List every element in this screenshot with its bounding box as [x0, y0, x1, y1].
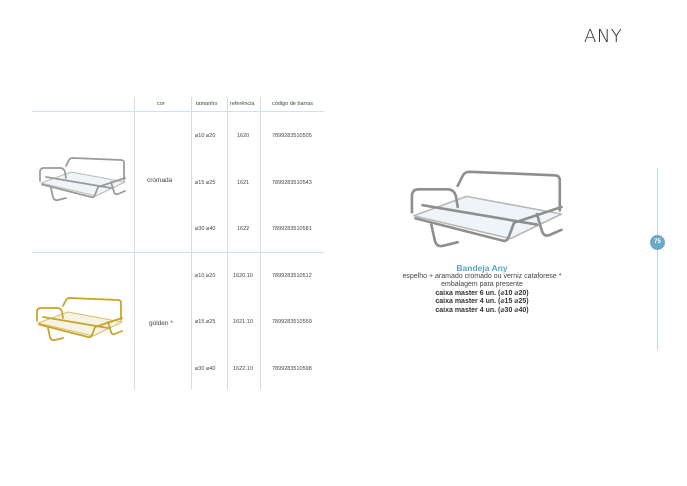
ref-cell: 1622.10: [233, 366, 253, 372]
size-cell: ⌀30 ⌀40: [195, 366, 216, 372]
header-cor: cor: [157, 101, 165, 107]
product-desc-1: espelho + aramado cromado ou verniz cata…: [402, 272, 562, 280]
ref-cell: 1620.10: [233, 273, 253, 279]
product-desc-2: embalagem para presente: [441, 281, 523, 288]
product-pack-2: caixa master 4 un. (⌀15 ⌀25): [435, 298, 529, 305]
product-title: Bandeja Any: [456, 263, 508, 273]
header-tamanho: tamanho: [196, 101, 218, 107]
brand-title: ANY: [584, 26, 623, 47]
tray-chrome-image: [39, 157, 126, 202]
size-cell: ⌀30 ⌀40: [195, 226, 216, 232]
barcode-cell: 7899283510543: [272, 180, 312, 186]
barcode-cell: 7899283510598: [272, 366, 312, 372]
barcode-cell: 7899283510581: [272, 226, 312, 232]
tray-hero-image: [410, 170, 563, 248]
page-number: 75: [650, 235, 665, 250]
tray-golden-image: [36, 297, 123, 342]
barcode-cell: 7899283510550: [272, 319, 312, 325]
table-divider: [191, 97, 192, 390]
table-divider: [134, 97, 135, 390]
product-pack-1: caixa master 6 un. (⌀10 ⌀20): [435, 289, 529, 297]
table-rule: [32, 252, 324, 253]
ref-cell: 1621: [237, 180, 250, 186]
header-referencia: referência: [230, 101, 255, 107]
ref-cell: 1622: [237, 226, 250, 232]
size-cell: ⌀15 ⌀25: [195, 319, 216, 325]
color-cromada: cromada: [147, 177, 173, 184]
ref-cell: 1620: [237, 133, 250, 139]
size-cell: ⌀10 ⌀20: [195, 273, 216, 279]
color-golden: golden *: [149, 320, 173, 327]
size-cell: ⌀10 ⌀20: [195, 133, 216, 139]
size-cell: ⌀15 ⌀25: [195, 180, 216, 186]
product-pack-3: caixa master 4 un. (⌀30 ⌀40): [435, 306, 529, 314]
barcode-cell: 7899283510505: [272, 133, 312, 139]
table-rule: [32, 111, 324, 112]
ref-cell: 1621.10: [233, 319, 253, 325]
side-rule: [657, 168, 658, 235]
product-caption: Bandeja Any espelho + aramado cromado ou…: [370, 264, 594, 315]
table-divider: [227, 97, 228, 390]
table-divider: [260, 97, 261, 390]
side-rule: [657, 250, 658, 350]
header-codigo: código de barras: [272, 101, 313, 107]
barcode-cell: 7899283510512: [272, 273, 312, 279]
